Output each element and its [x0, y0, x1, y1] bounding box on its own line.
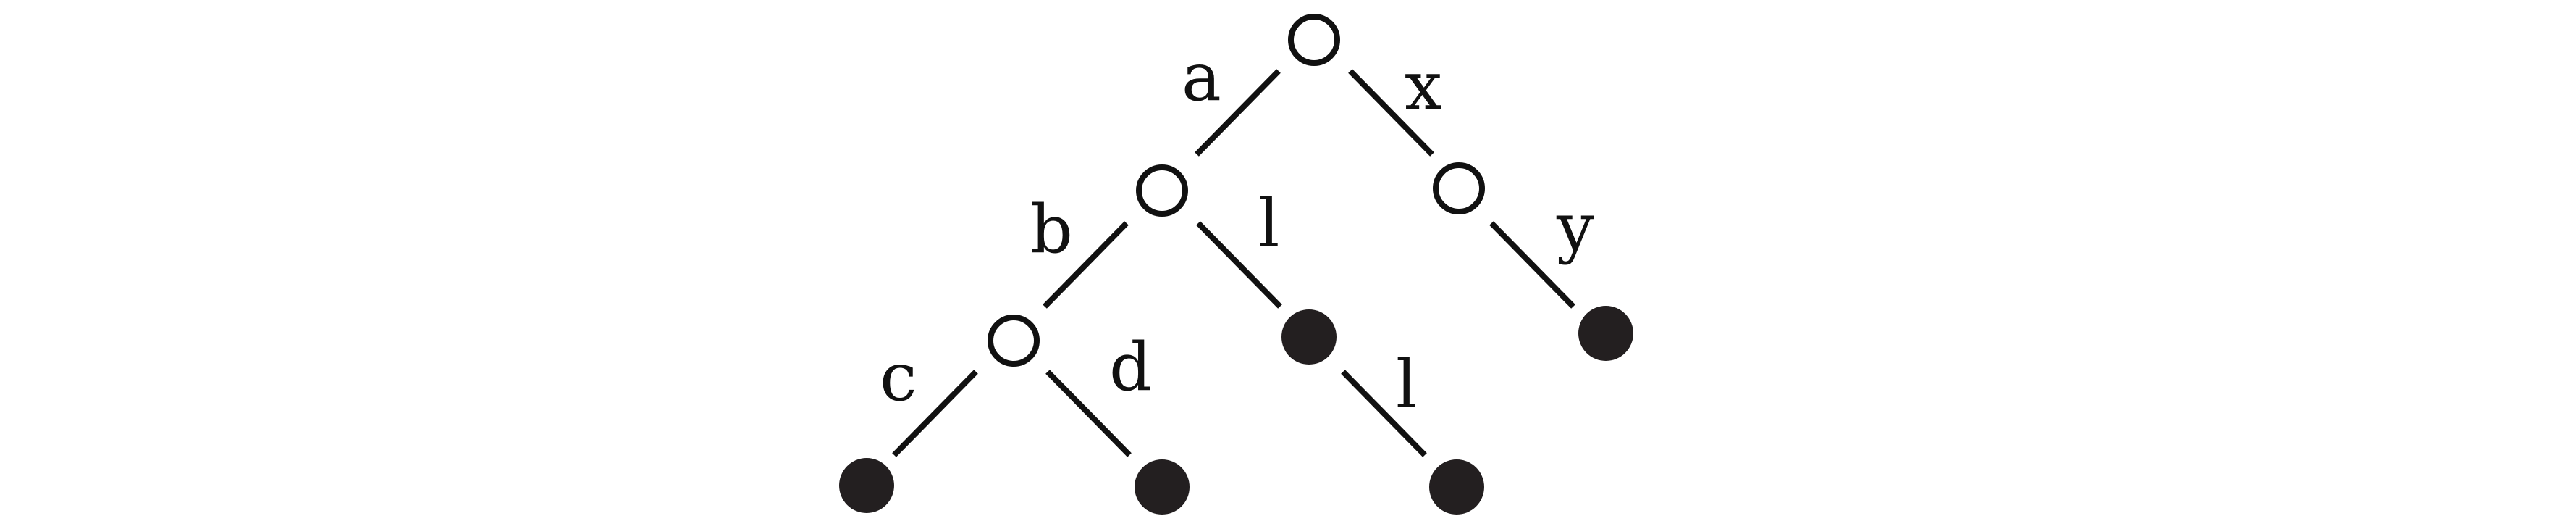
edge-label-x: x [1405, 47, 1442, 125]
node-a [1136, 164, 1188, 217]
node-abc [839, 458, 894, 513]
edge-label-b: b [1030, 191, 1073, 268]
edge-label-d: d [1109, 328, 1152, 406]
node-abd [1135, 459, 1190, 515]
edge-a [1195, 69, 1281, 157]
edge-label-a: a [1182, 38, 1221, 116]
edge-label-l-lower: l [1396, 346, 1417, 423]
edge-l-upper [1196, 221, 1282, 309]
edge-y [1489, 221, 1575, 309]
edge-d [1045, 370, 1132, 457]
edge-label-c: c [880, 338, 917, 416]
node-x [1433, 162, 1485, 214]
edge-label-l-upper: l [1258, 185, 1279, 262]
node-ab [988, 315, 1040, 367]
node-al [1281, 309, 1337, 365]
edge-label-y: y [1556, 188, 1594, 266]
edge-x [1348, 69, 1434, 157]
node-xy [1578, 306, 1633, 361]
edge-c [892, 370, 978, 457]
edge-b [1043, 221, 1129, 309]
node-root [1288, 14, 1340, 66]
edge-l-lower [1341, 370, 1427, 457]
node-all [1429, 459, 1484, 515]
